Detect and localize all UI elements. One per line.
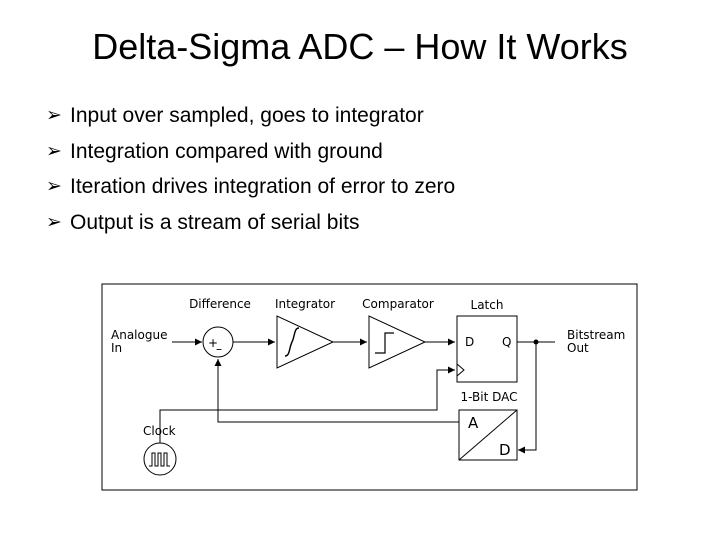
dac-digital-terminal: D <box>499 441 511 459</box>
bitstream-out-label-2: Out <box>567 341 589 355</box>
bullet-item: ➢ Input over sampled, goes to integrator <box>46 101 455 137</box>
bullet-item: ➢ Integration compared with ground <box>46 137 455 173</box>
integrator-block <box>276 315 335 369</box>
step-icon <box>375 332 394 354</box>
bullet-text: Output is a stream of serial bits <box>70 210 360 234</box>
bitstream-out-label: Bitstream <box>567 328 625 342</box>
comparator-block <box>368 315 427 369</box>
analogue-in-label-2: In <box>111 341 122 355</box>
arrow-bullet-icon: ➢ <box>46 176 62 197</box>
bullet-text: Iteration drives integration of error to… <box>70 175 456 198</box>
feedback-wire <box>214 359 459 423</box>
clock-label: Clock <box>143 424 176 438</box>
comparator-label: Comparator <box>362 297 434 311</box>
dac-analog-terminal: A <box>468 414 479 432</box>
analogue-in-label: Analogue <box>111 328 167 342</box>
square-wave-icon <box>149 452 170 467</box>
latch-d-pin: D <box>465 335 474 349</box>
clock-source <box>143 442 177 476</box>
dac-label: 1-Bit DAC <box>460 390 517 404</box>
bullet-item: ➢ Iteration drives integration of error t… <box>46 172 455 208</box>
bullet-text: Integration compared with ground <box>70 139 383 163</box>
latch-block <box>456 315 518 383</box>
difference-label: Difference <box>189 297 251 311</box>
clock-input-marker <box>456 363 465 377</box>
dac-diagonal <box>458 409 518 461</box>
diagram-frame <box>101 283 638 491</box>
bullet-item: ➢ Output is a stream of serial bits <box>46 208 455 244</box>
arrow-bullet-icon: ➢ <box>46 211 62 233</box>
integral-icon <box>284 327 300 357</box>
dac-input-wire <box>518 342 537 454</box>
sum-minus-sign: – <box>216 342 222 356</box>
slide-title: Delta-Sigma ADC – How It Works <box>92 26 628 67</box>
latch-label: Latch <box>471 298 504 312</box>
sum-plus-sign: + <box>208 336 218 350</box>
clock-to-latch-wire <box>159 366 455 443</box>
arrow-bullet-icon: ➢ <box>46 105 62 126</box>
arrow-bullet-icon: ➢ <box>46 140 62 162</box>
bullet-list: ➢Input over sampled, goes to integrator … <box>46 101 455 243</box>
bullet-text: Input over sampled, goes to integrator <box>70 104 424 127</box>
integrator-label: Integrator <box>275 297 335 311</box>
latch-q-pin: Q <box>502 335 511 349</box>
